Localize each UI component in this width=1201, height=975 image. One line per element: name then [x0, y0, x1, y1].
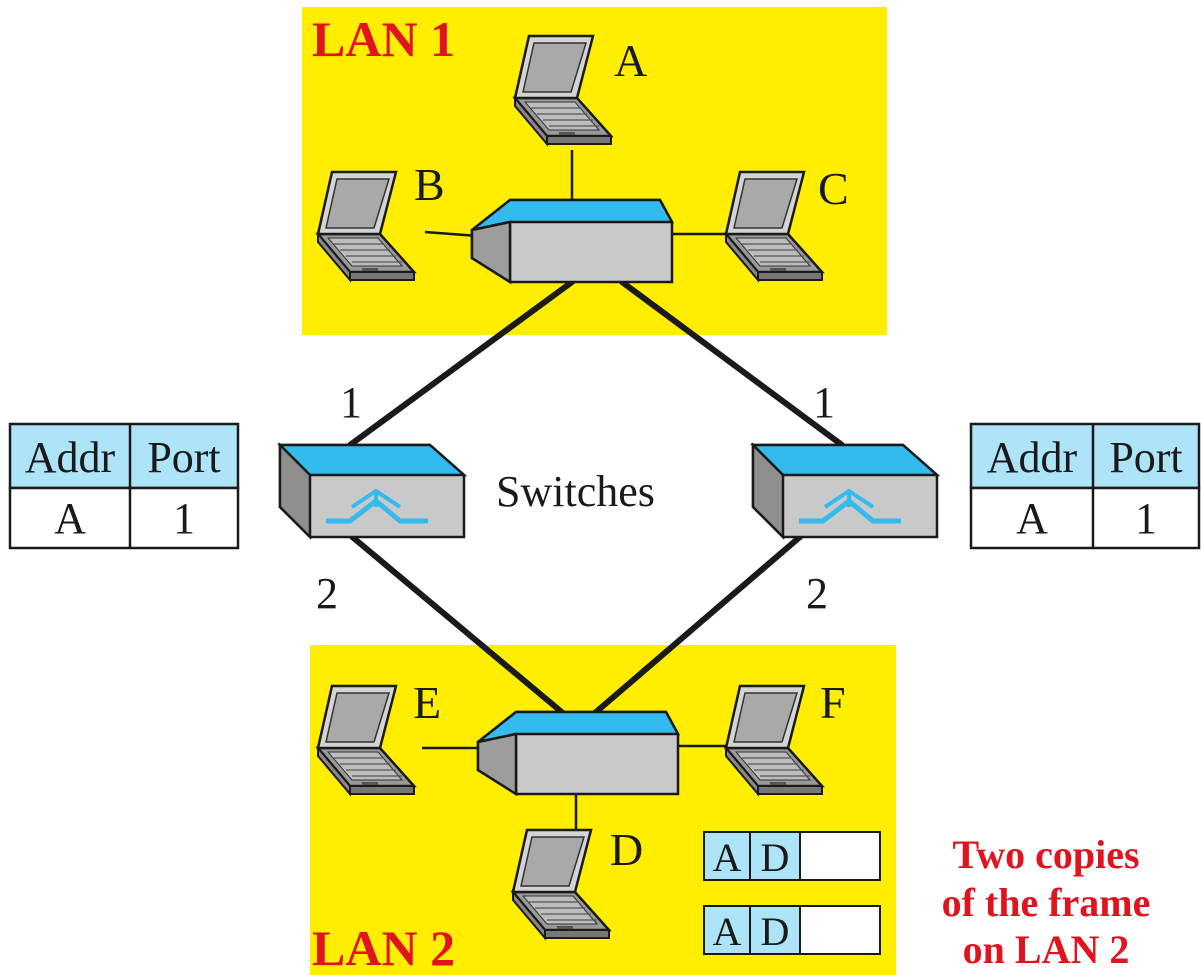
- lan1-hub-icon: [470, 198, 674, 284]
- station-f-label: F: [820, 677, 846, 728]
- station-a-label: A: [614, 35, 647, 86]
- left-switch-address-table: Addr Port A 1: [8, 422, 240, 550]
- right-table-row-addr: A: [1016, 494, 1048, 543]
- lan1-label: LAN 1: [312, 11, 455, 67]
- lan2-station-links: [422, 744, 728, 830]
- left-table-row-port: 1: [173, 494, 195, 543]
- switches-label: Switches: [496, 467, 655, 516]
- right-table-header-port: Port: [1109, 433, 1182, 482]
- frame-1-source: A: [713, 835, 742, 880]
- right-switch-port-2-label: 2: [806, 569, 828, 618]
- right-switch-address-table: Addr Port A 1: [969, 422, 1201, 550]
- left-switch-port-2-label: 2: [316, 569, 338, 618]
- link-left-switch-to-lan2: [341, 527, 579, 727]
- left-table-header-addr: Addr: [25, 433, 116, 482]
- note-line-2: of the frame: [942, 880, 1151, 925]
- lan1-station-links: [424, 150, 728, 238]
- link-left-switch-to-lan1: [347, 279, 575, 448]
- link-right-switch-to-lan2: [579, 527, 811, 727]
- left-switch-icon: [280, 445, 464, 537]
- lan2-hub-icon: [476, 710, 680, 796]
- frame-copy-2: A D: [703, 905, 881, 955]
- frame-2-source: A: [713, 909, 742, 954]
- lan2-label: LAN 2: [312, 920, 455, 975]
- note-line-1: Two copies: [952, 832, 1139, 877]
- frame-copies-note: Two copies of the frame on LAN 2: [942, 832, 1151, 972]
- left-table-row-addr: A: [54, 494, 86, 543]
- right-switch-icon: [753, 445, 937, 537]
- frame-copy-1: A D: [703, 831, 881, 881]
- frame-2-destination: D: [761, 909, 790, 954]
- left-table-header-port: Port: [147, 433, 220, 482]
- frame-1-destination: D: [761, 835, 790, 880]
- right-table-row-port: 1: [1135, 494, 1157, 543]
- left-switch-port-1-label: 1: [340, 378, 362, 427]
- link-right-switch-to-lan1: [619, 279, 845, 448]
- note-line-3: on LAN 2: [963, 927, 1130, 972]
- station-e-label: E: [413, 677, 441, 728]
- right-table-header-addr: Addr: [987, 433, 1078, 482]
- station-d-label: D: [610, 824, 643, 875]
- station-c-label: C: [818, 163, 849, 214]
- right-switch-port-1-label: 1: [813, 378, 835, 427]
- station-b-label: B: [414, 159, 445, 210]
- switch-links: [341, 279, 845, 727]
